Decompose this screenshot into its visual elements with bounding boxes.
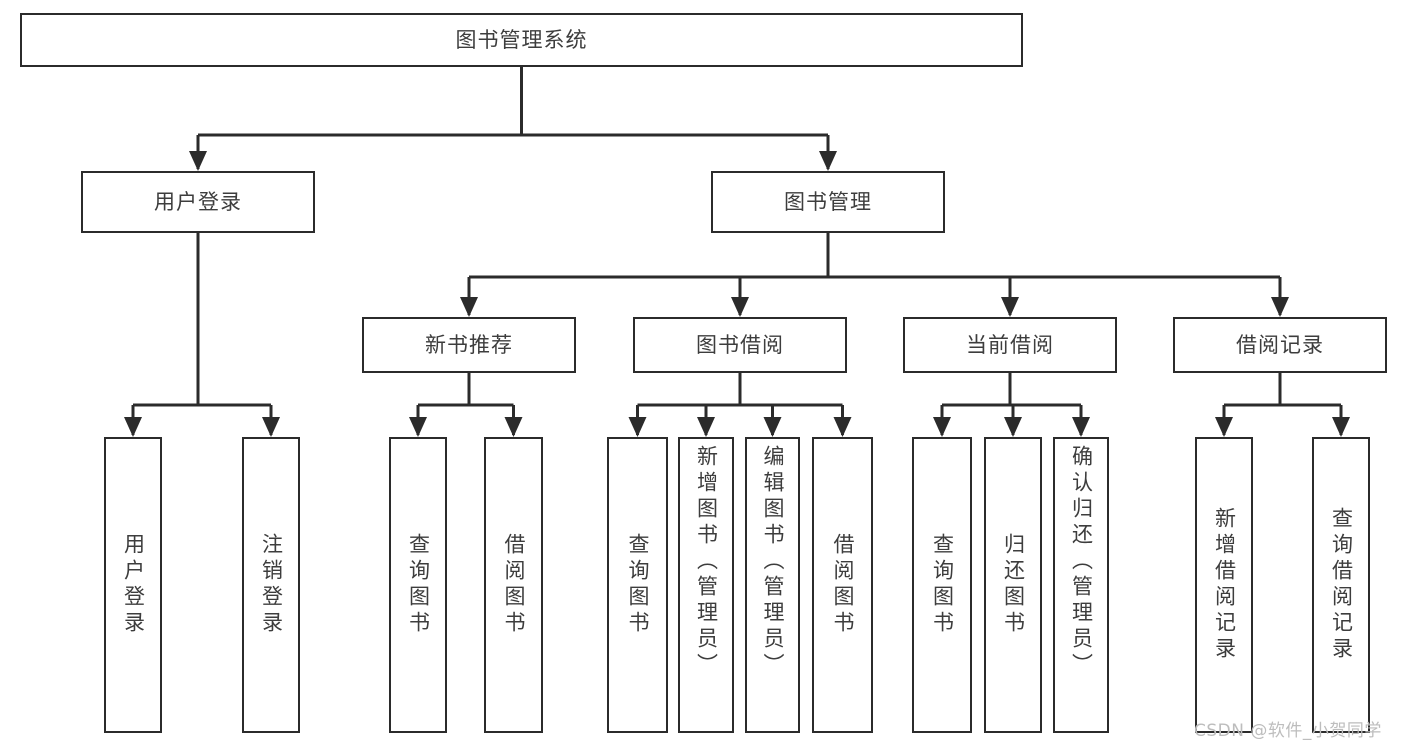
- watermark-label: CSDN @软件_小贺同学: [1194, 721, 1382, 741]
- node-label: 借阅记录: [1236, 332, 1324, 357]
- node-label: 查询图书: [406, 533, 431, 637]
- node-leaf-cur-return[interactable]: 归还图书: [984, 437, 1042, 733]
- node-leaf-cur-query[interactable]: 查询图书: [912, 437, 972, 733]
- node-current-borrow[interactable]: 当前借阅: [903, 317, 1117, 373]
- node-new-book-rec[interactable]: 新书推荐: [362, 317, 576, 373]
- node-label: 新增借阅记录: [1212, 507, 1237, 663]
- node-label: 借阅图书: [502, 533, 526, 637]
- node-label: 借阅图书: [831, 533, 855, 637]
- node-leaf-borrow-lend[interactable]: 借阅图书: [812, 437, 873, 733]
- node-label: 查询借阅记录: [1329, 507, 1354, 663]
- node-leaf-user-logout[interactable]: 注销登录: [242, 437, 300, 733]
- node-leaf-cur-confirm[interactable]: 确认归还（管理员）: [1053, 437, 1109, 733]
- node-leaf-borrow-edit[interactable]: 编辑图书（管理员）: [745, 437, 800, 733]
- node-label: 查询图书: [626, 533, 650, 637]
- node-label: 查询图书: [930, 533, 955, 637]
- node-label: 编辑图书（管理员）: [761, 445, 785, 679]
- node-label: 图书借阅: [696, 332, 784, 357]
- node-leaf-rec-search[interactable]: 查询借阅记录: [1312, 437, 1370, 733]
- node-label: 确认归还（管理员）: [1069, 445, 1094, 679]
- node-label: 新增图书（管理员）: [694, 445, 719, 679]
- node-label: 图书管理: [784, 189, 872, 214]
- node-user-login[interactable]: 用户登录: [81, 171, 315, 233]
- node-root[interactable]: 图书管理系统: [20, 13, 1023, 67]
- node-leaf-rec-add[interactable]: 新增借阅记录: [1195, 437, 1253, 733]
- node-leaf-borrow-query[interactable]: 查询图书: [607, 437, 668, 733]
- node-label: 用户登录: [154, 189, 242, 214]
- node-label: 新书推荐: [425, 332, 513, 357]
- node-label: 用户登录: [121, 533, 146, 637]
- node-label: 当前借阅: [966, 332, 1054, 357]
- node-leaf-rec-query[interactable]: 查询图书: [389, 437, 447, 733]
- node-book-manage[interactable]: 图书管理: [711, 171, 945, 233]
- node-leaf-user-login[interactable]: 用户登录: [104, 437, 162, 733]
- node-leaf-borrow-add[interactable]: 新增图书（管理员）: [678, 437, 734, 733]
- node-book-borrow[interactable]: 图书借阅: [633, 317, 847, 373]
- node-label: 注销登录: [259, 533, 284, 637]
- node-leaf-rec-borrow[interactable]: 借阅图书: [484, 437, 543, 733]
- node-borrow-record[interactable]: 借阅记录: [1173, 317, 1387, 373]
- node-label: 图书管理系统: [455, 27, 588, 52]
- node-label: 归还图书: [1001, 533, 1026, 637]
